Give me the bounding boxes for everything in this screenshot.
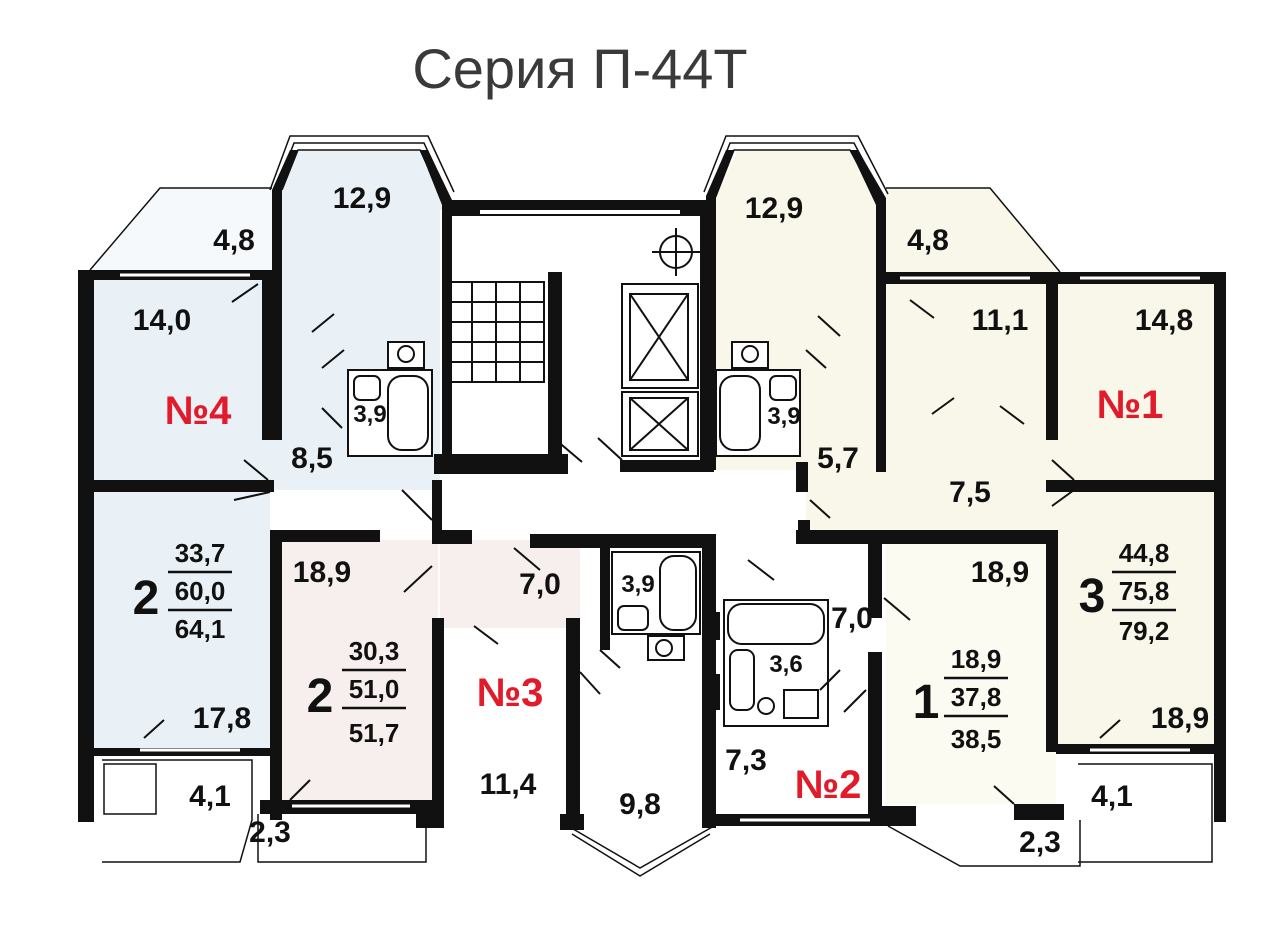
room-a3-bay-kitchen bbox=[578, 640, 708, 868]
area-a1-loggia-bottom: 4,1 bbox=[1091, 780, 1133, 813]
room-a4-loggia-bottom bbox=[102, 760, 252, 862]
room-common-corridor bbox=[440, 210, 708, 540]
room-a4-room bbox=[92, 280, 270, 480]
room-a3-kitchen bbox=[442, 628, 570, 814]
apt1-total-with-balcony: 79,2 bbox=[1119, 616, 1170, 646]
room-a1-loggia-top bbox=[886, 188, 1060, 272]
apt3-total-with-balcony: 51,7 bbox=[349, 718, 400, 748]
area-a1-room: 14,8 bbox=[1135, 304, 1193, 337]
area-a1-bay-room: 12,9 bbox=[745, 192, 803, 225]
room-a1-loggia-bottom bbox=[1078, 764, 1212, 862]
apt4-total-area: 60,0 bbox=[175, 576, 226, 606]
apt-summary-4: 2 33,7 60,0 64,1 bbox=[133, 538, 232, 644]
apt3-living-area: 30,3 bbox=[349, 636, 400, 666]
area-a2-kitchen: 7,3 bbox=[725, 744, 767, 777]
apt1-total-area: 75,8 bbox=[1119, 576, 1170, 606]
room-a1-room bbox=[1058, 284, 1218, 480]
area-a3-bay-kitchen: 9,8 bbox=[619, 788, 661, 821]
apartment-numbers: №4 №1 №3 №2 bbox=[165, 383, 1164, 807]
vent-symbol bbox=[652, 228, 700, 276]
room-a2-loggia bbox=[888, 814, 1080, 866]
bath-fixtures bbox=[347, 341, 829, 727]
room-a1-room-bottom bbox=[1058, 490, 1218, 748]
area-a3-bath: 3,9 bbox=[621, 571, 654, 598]
area-a4-loggia-top: 4,8 bbox=[213, 224, 255, 257]
area-a4-bath: 3,9 bbox=[353, 401, 386, 428]
apt1-room-count: 3 bbox=[1079, 570, 1106, 623]
area-a2-room: 18,9 bbox=[971, 556, 1029, 589]
apt2-total-with-balcony: 38,5 bbox=[951, 724, 1002, 754]
area-a1-loggia-top: 4,8 bbox=[907, 224, 949, 257]
door-swings bbox=[143, 283, 1121, 805]
apt-label-4: №4 bbox=[165, 389, 233, 433]
room-a2-room bbox=[886, 540, 1056, 804]
apt3-total-area: 51,0 bbox=[349, 674, 400, 704]
room-a4-room-bottom bbox=[92, 490, 270, 748]
area-a1-bath: 3,9 bbox=[767, 403, 800, 430]
apt2-total-area: 37,8 bbox=[951, 682, 1002, 712]
area-a2-bath: 3,6 bbox=[769, 651, 802, 678]
apt4-total-with-balcony: 64,1 bbox=[175, 614, 226, 644]
area-a2-loggia: 2,3 bbox=[1019, 826, 1061, 859]
plan-title: Серия П-44Т bbox=[412, 37, 747, 100]
area-a4-hall: 8,5 bbox=[291, 442, 333, 475]
area-a1-hall: 7,5 bbox=[949, 476, 991, 509]
apt-summary-2: 1 18,9 37,8 38,5 bbox=[913, 644, 1008, 754]
area-a3-kitchen: 11,4 bbox=[480, 768, 537, 801]
area-a4-loggia-bottom: 4,1 bbox=[189, 780, 231, 813]
area-a2-hall: 7,0 bbox=[831, 602, 873, 635]
stairs bbox=[447, 281, 545, 383]
room-a4-loggia-top bbox=[90, 188, 272, 272]
outlines bbox=[89, 135, 1213, 877]
apt-label-1: №1 bbox=[1097, 383, 1164, 427]
apt3-room-count: 2 bbox=[307, 670, 334, 723]
area-a4-bay-room: 12,9 bbox=[333, 182, 391, 215]
area-labels: 12,9 4,8 14,0 3,9 8,5 17,8 4,1 18,9 7,0 … bbox=[133, 182, 1209, 859]
apt4-living-area: 33,7 bbox=[175, 538, 226, 568]
apt1-living-area: 44,8 bbox=[1119, 538, 1170, 568]
area-a4-room-bottom: 17,8 bbox=[193, 702, 251, 735]
apt-summary-1: 3 44,8 75,8 79,2 bbox=[1079, 538, 1176, 646]
apt4-room-count: 2 bbox=[133, 572, 160, 625]
apt2-living-area: 18,9 bbox=[951, 644, 1002, 674]
apt2-room-count: 1 bbox=[913, 676, 940, 729]
elevators bbox=[621, 283, 699, 457]
room-a1-room-mid bbox=[886, 284, 1046, 444]
area-a1-room-bottom: 18,9 bbox=[1151, 702, 1209, 735]
area-a3-hall: 7,0 bbox=[519, 568, 561, 601]
area-a4-room: 14,0 bbox=[133, 304, 191, 337]
apt-summary-3: 2 30,3 51,0 51,7 bbox=[307, 636, 406, 748]
apt-label-2: №2 bbox=[795, 763, 862, 807]
room-a3-loggia bbox=[258, 814, 426, 858]
area-a3-room: 18,9 bbox=[293, 556, 351, 589]
room-a1-hall bbox=[806, 440, 1058, 540]
apt-label-3: №3 bbox=[477, 671, 544, 715]
area-a1-room-mid: 11,1 bbox=[972, 304, 1029, 337]
area-a3-loggia: 2,3 bbox=[249, 816, 291, 849]
area-a1-corridor: 5,7 bbox=[817, 442, 859, 475]
room-a3-hall bbox=[440, 540, 580, 630]
